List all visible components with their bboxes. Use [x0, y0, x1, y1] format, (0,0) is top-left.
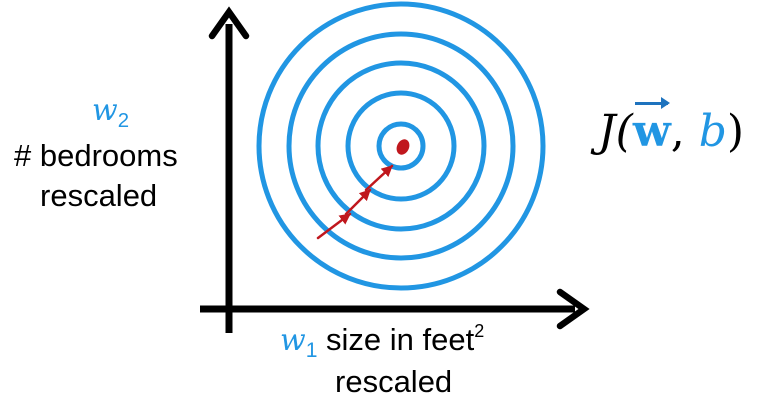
- y-axis-label-line1: # bedrooms: [14, 138, 178, 173]
- x-axis-label-line2: rescaled: [335, 364, 453, 399]
- x-axis-label-superscript: 2: [474, 321, 485, 341]
- y-axis-variable-subscript: 2: [117, 109, 130, 132]
- contour-ring-3: [315, 60, 487, 232]
- contour-ring-2: [345, 90, 457, 202]
- cost-function-separator: ,: [670, 106, 699, 157]
- y-axis-variable: w2: [92, 93, 129, 132]
- contour-ring-5: [256, 1, 546, 291]
- gradient-descent-path: [316, 164, 394, 240]
- descent-step-3: [364, 164, 394, 192]
- cost-function-bias: b: [698, 106, 727, 157]
- descent-step-1: [316, 212, 352, 240]
- x-axis-arrowhead: [556, 288, 590, 330]
- x-axis-variable-symbol: w: [280, 323, 306, 358]
- y-axis-variable-symbol: w: [92, 93, 118, 128]
- descent-step-2: [344, 188, 372, 216]
- y-axis-label-line2: rescaled: [40, 178, 158, 213]
- cost-function-close: ): [726, 106, 745, 157]
- cost-contours: [256, 1, 546, 291]
- x-axis-label-text: size in feet: [317, 322, 475, 357]
- cost-function-formula: J(w, b): [598, 97, 745, 157]
- contour-ring-4: [286, 31, 516, 261]
- y-axis-arrowhead: [208, 6, 250, 40]
- x-axis-label-line1: w1 size in feet2: [280, 321, 485, 362]
- cost-function-open: J(: [598, 106, 633, 157]
- minimum-point: [396, 139, 410, 155]
- contour-ring-1: [376, 121, 426, 171]
- cost-function-weights-vector: w: [632, 97, 671, 157]
- x-axis-variable-subscript: 1: [305, 338, 318, 362]
